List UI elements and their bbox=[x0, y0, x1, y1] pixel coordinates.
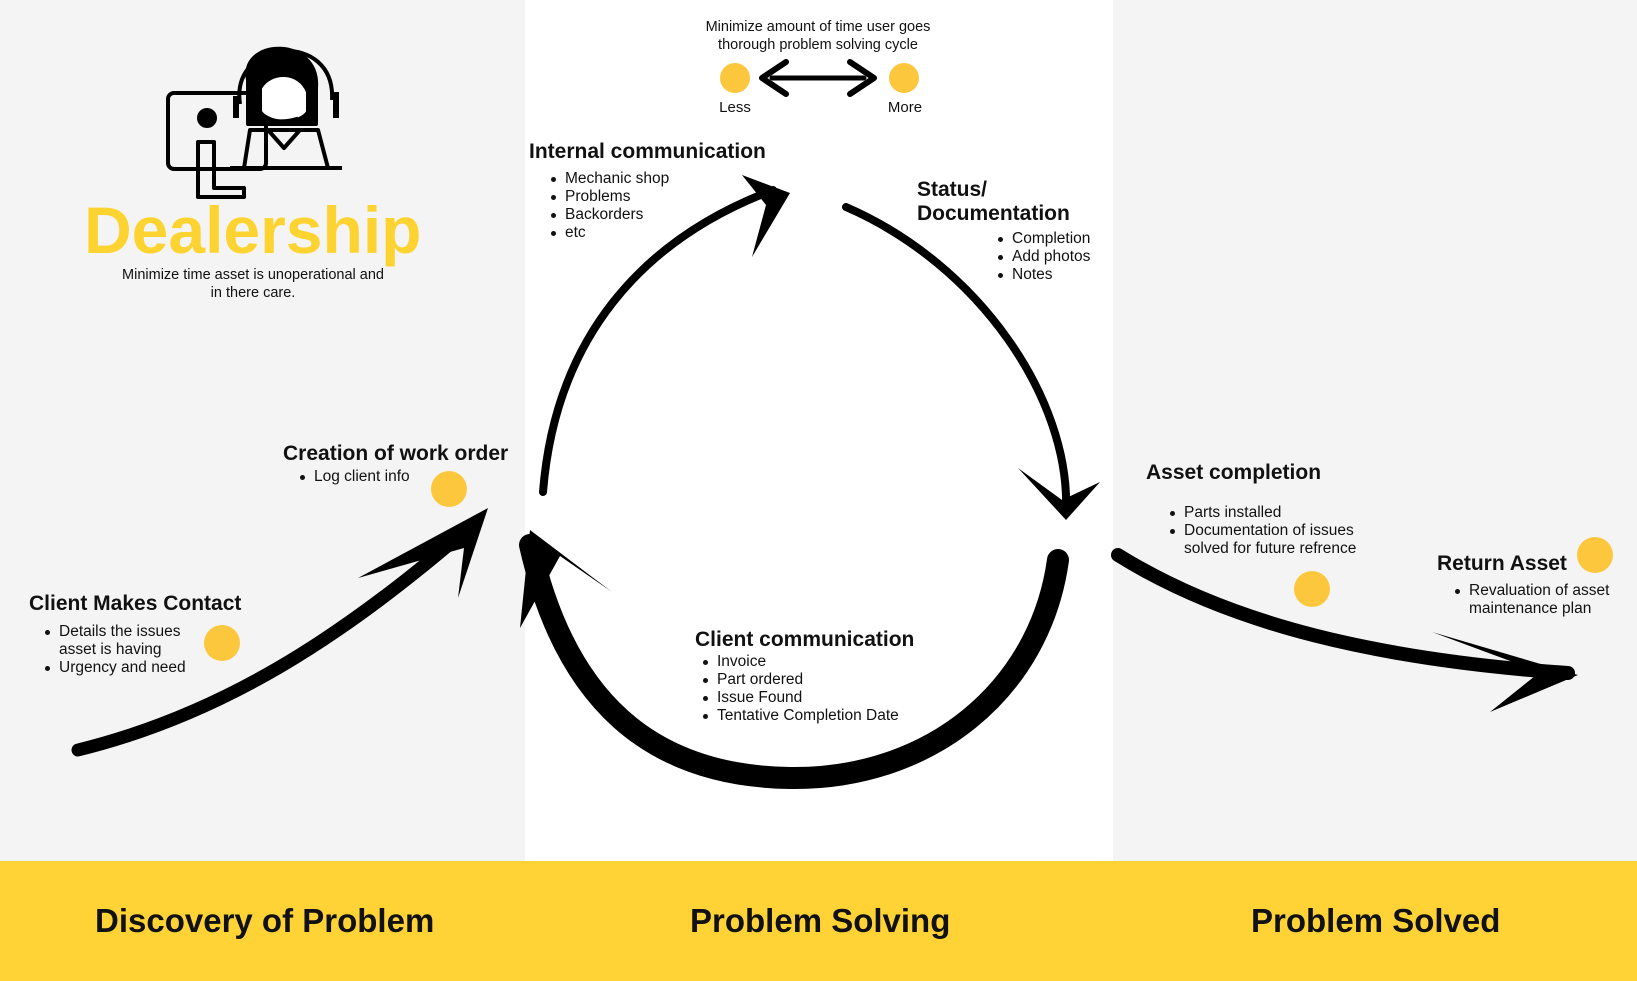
list-item: Issue Found bbox=[701, 689, 931, 707]
list-item: Backorders bbox=[549, 206, 709, 224]
work-order-list: Log client info bbox=[298, 468, 438, 486]
list-item: Revaluation of asset maintenance plan bbox=[1453, 582, 1623, 618]
arrow-to-internal-comm bbox=[539, 175, 790, 496]
scale-more-label: More bbox=[887, 99, 923, 116]
slightly-smiling-face-icon bbox=[431, 471, 467, 507]
list-item: Tentative Completion Date bbox=[701, 707, 931, 725]
list-item: etc bbox=[549, 224, 709, 242]
list-item: Completion bbox=[996, 230, 1116, 248]
phase-problem-solved: Problem Solved bbox=[1251, 902, 1501, 939]
arrow-to-asset-completion bbox=[842, 203, 1100, 520]
beaming-face-icon bbox=[1577, 537, 1613, 573]
client-comm-title: Client communication bbox=[695, 628, 915, 651]
list-item: Part ordered bbox=[701, 671, 931, 689]
client-contact-list: Details the issues asset is having Urgen… bbox=[43, 623, 193, 677]
arrow-to-return-asset bbox=[1111, 548, 1578, 712]
internal-comm-title: Internal communication bbox=[529, 140, 766, 163]
list-item: Urgency and need bbox=[43, 659, 193, 677]
discovery-panel bbox=[0, 0, 525, 861]
list-item: Add photos bbox=[996, 248, 1116, 266]
scale-less-label: Less bbox=[719, 99, 751, 116]
dealership-title: Dealership bbox=[84, 193, 422, 267]
neutral-face-icon bbox=[204, 625, 240, 661]
phase-problem-solving: Problem Solving bbox=[690, 902, 951, 939]
client-contact-title: Client Makes Contact bbox=[29, 592, 242, 615]
status-doc-title: Status/ Documentation bbox=[917, 178, 1070, 225]
status-doc-list: Completion Add photos Notes bbox=[996, 230, 1116, 284]
list-item: Documentation of issues solved for futur… bbox=[1168, 522, 1368, 558]
list-item: Details the issues asset is having bbox=[43, 623, 193, 659]
customer-service-agent-icon bbox=[166, 46, 342, 199]
list-item: Problems bbox=[549, 188, 709, 206]
return-asset-list: Revaluation of asset maintenance plan bbox=[1453, 582, 1623, 618]
list-item: Log client info bbox=[298, 468, 438, 486]
list-item: Notes bbox=[996, 266, 1116, 284]
internal-comm-list: Mechanic shop Problems Backorders etc bbox=[549, 170, 709, 242]
phase-footer bbox=[0, 861, 1637, 981]
asset-completion-list: Parts installed Documentation of issues … bbox=[1168, 504, 1368, 558]
frowning-face-icon bbox=[889, 63, 919, 93]
phase-discovery: Discovery of Problem bbox=[95, 902, 435, 939]
scale-caption: Minimize amount of time user goes thorou… bbox=[705, 19, 931, 53]
asset-completion-title: Asset completion bbox=[1146, 461, 1322, 484]
list-item: Mechanic shop bbox=[549, 170, 709, 188]
problem-solved-panel bbox=[1113, 0, 1637, 861]
double-headed-arrow-icon bbox=[759, 59, 877, 97]
dealership-subtitle: Minimize time asset is unoperational and… bbox=[122, 267, 384, 301]
list-item: Invoice bbox=[701, 653, 931, 671]
client-comm-list: Invoice Part ordered Issue Found Tentati… bbox=[701, 653, 931, 725]
return-asset-title: Return Asset bbox=[1437, 552, 1567, 575]
grinning-face-icon bbox=[1294, 571, 1330, 607]
arrow-contact-to-workorder bbox=[71, 508, 488, 757]
list-item: Parts installed bbox=[1168, 504, 1368, 522]
grinning-face-icon bbox=[720, 63, 750, 93]
arrow-client-comm-loop bbox=[519, 530, 1069, 790]
work-order-title: Creation of work order bbox=[283, 442, 509, 465]
